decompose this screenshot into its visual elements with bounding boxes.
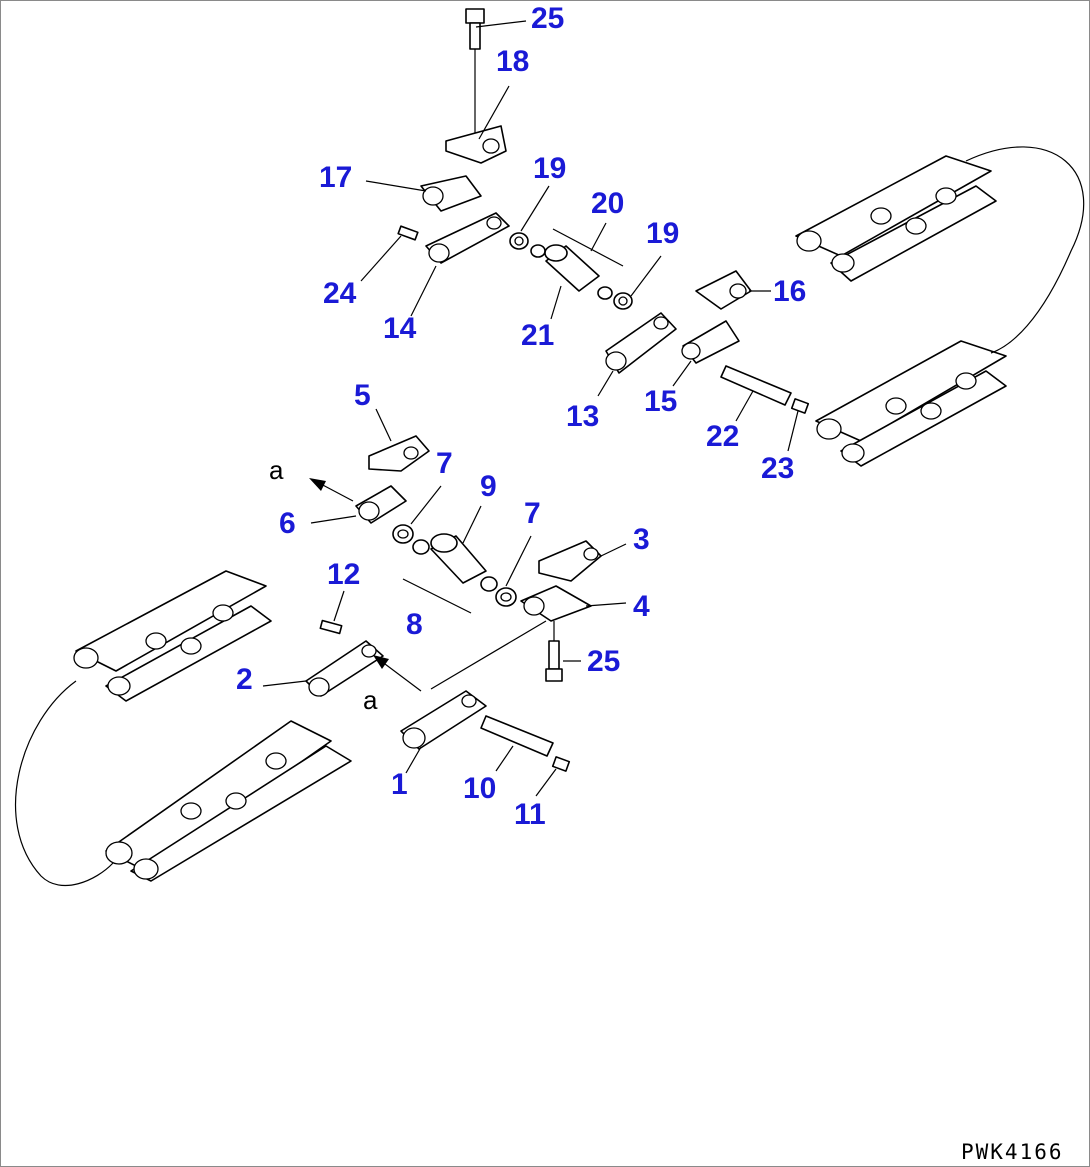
callout-10: 10	[463, 772, 496, 805]
part-1-link	[400, 690, 487, 750]
part-2-link	[305, 640, 384, 697]
part-23-spacer	[790, 398, 810, 414]
bolt-25-lower	[545, 621, 563, 682]
track-chain-upper-right	[795, 155, 997, 282]
part-13-link	[605, 312, 677, 374]
callout-16: 16	[773, 275, 806, 308]
detail-letter-a-upper: a	[269, 455, 284, 485]
part-11-spacer	[551, 756, 571, 772]
part-19-seal-upper-right	[613, 292, 633, 310]
callout-11: 11	[514, 798, 546, 831]
part-4-link-block	[520, 585, 592, 622]
part-8-seal-pair	[402, 539, 498, 614]
part-9-bushing	[430, 533, 487, 584]
part-12-pin	[319, 619, 343, 635]
part-19-seal-upper-left	[509, 232, 529, 250]
detail-letter-a-lower: a	[363, 685, 378, 715]
callout-22: 22	[706, 420, 739, 453]
part-22-pin	[720, 365, 792, 406]
callout-18: 18	[496, 45, 529, 78]
detail-a-arrow-lower	[373, 655, 422, 692]
bolt-25-top	[465, 8, 485, 141]
track-chain-right	[815, 340, 1007, 467]
track-chain-lower-left	[105, 720, 352, 882]
callout-5: 5	[354, 379, 371, 412]
callout-19-upper-right: 19	[646, 217, 679, 250]
callout-17: 17	[319, 161, 352, 194]
callout-8: 8	[406, 608, 423, 641]
part-14-link	[425, 212, 510, 264]
drawing-code: PWK4166	[961, 1140, 1064, 1164]
callout-4: 4	[633, 590, 650, 623]
part-16-shoe-plate	[695, 270, 752, 310]
callout-9: 9	[480, 470, 497, 503]
part-5-shoe-plate	[368, 435, 430, 472]
callout-7-right: 7	[524, 497, 541, 530]
callout-1: 1	[391, 768, 408, 801]
callout-15: 15	[644, 385, 677, 418]
callout-3: 3	[633, 523, 650, 556]
part-15-link-block	[681, 320, 740, 364]
part-24-pin	[397, 225, 419, 241]
part-21-bushing	[544, 244, 600, 292]
part-17-bushing-block	[420, 175, 482, 212]
part-10-pin	[480, 715, 554, 757]
callout-24: 24	[323, 277, 357, 310]
detail-a-arrow-upper	[309, 478, 354, 502]
callout-13: 13	[566, 400, 599, 433]
leader-lines	[262, 20, 799, 797]
part-7-seal-left	[392, 524, 414, 544]
callout-7-left: 7	[436, 447, 453, 480]
part-20-seal-pair	[530, 228, 624, 300]
callout-12: 12	[327, 558, 360, 591]
chain-continuation-curve-left	[14, 680, 114, 887]
callout-23: 23	[761, 452, 794, 485]
callout-6: 6	[279, 507, 296, 540]
callout-14: 14	[383, 312, 417, 345]
chain-continuation-curve-right	[965, 146, 1085, 354]
callout-2: 2	[236, 663, 253, 696]
track-chain-left	[73, 570, 272, 702]
part-18-shoe-plate	[445, 125, 507, 164]
callout-25-top: 25	[531, 2, 564, 35]
callout-25-lower: 25	[587, 645, 620, 678]
callout-19-upper-left: 19	[533, 152, 566, 185]
callout-21: 21	[521, 319, 554, 352]
callout-20: 20	[591, 187, 624, 220]
part-6-link-block	[355, 485, 407, 524]
part-7-seal-right	[495, 587, 517, 607]
part-3-shoe-plate	[538, 540, 602, 582]
